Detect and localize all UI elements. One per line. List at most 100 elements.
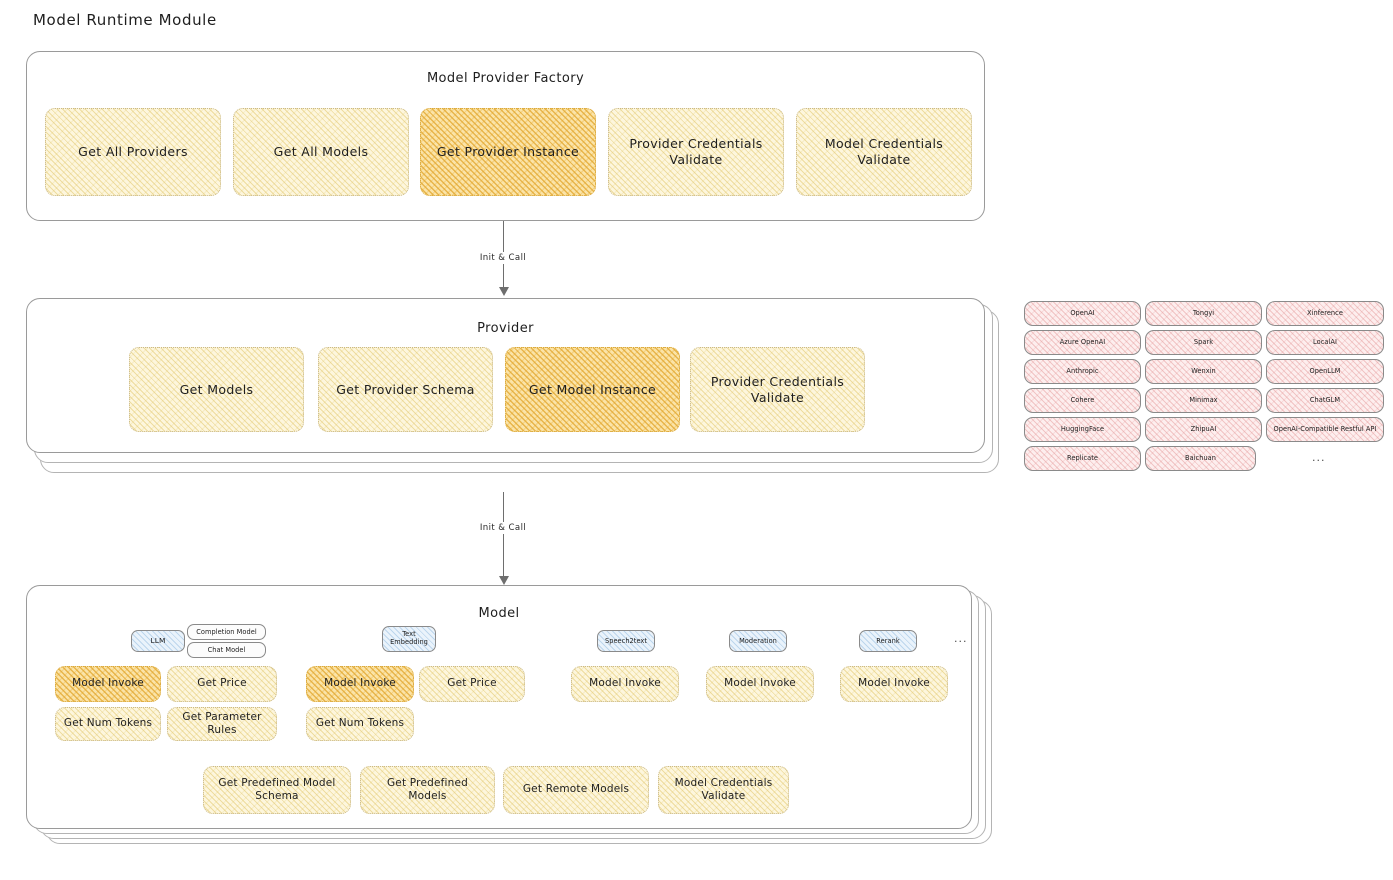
provider-list: OpenAI Azure OpenAI Anthropic Cohere Hug… — [1024, 301, 1384, 476]
model-type-badge-llm[interactable]: LLM — [131, 630, 185, 652]
provider-chip-cohere[interactable]: Cohere — [1024, 388, 1141, 413]
provider-chip-label: OpenLLM — [1309, 367, 1341, 376]
factory-item-model-credentials-validate[interactable]: Model Credentials Validate — [796, 108, 972, 196]
llm-method-get-parameter-rules[interactable]: Get Parameter Rules — [167, 707, 277, 741]
factory-title: Model Provider Factory — [426, 71, 585, 86]
provider-item-get-provider-schema[interactable]: Get Provider Schema — [318, 347, 493, 432]
model-type-badge-moderation[interactable]: Moderation — [729, 630, 787, 652]
model-type-badge-speech2text[interactable]: Speech2text — [597, 630, 655, 652]
provider-chip-minimax[interactable]: Minimax — [1145, 388, 1262, 413]
method-label: Get Remote Models — [522, 783, 630, 796]
provider-chip-zhipuai[interactable]: ZhipuAI — [1145, 417, 1262, 442]
provider-chip-tongyi[interactable]: Tongyi — [1145, 301, 1262, 326]
factory-item-label: Get Provider Instance — [436, 144, 580, 159]
connector-factory-to-provider: Init & Call — [475, 221, 531, 298]
llm-method-model-invoke[interactable]: Model Invoke — [55, 666, 161, 702]
provider-chip-label: OpenAI-Compatible Restful API — [1273, 425, 1377, 434]
text-embedding-method-model-invoke[interactable]: Model Invoke — [306, 666, 414, 702]
method-label: Get Parameter Rules — [182, 710, 262, 736]
provider-chip-label: Cohere — [1070, 396, 1095, 405]
connector-line — [503, 492, 505, 578]
method-label: Get Num Tokens — [63, 717, 153, 730]
factory-item-get-all-models[interactable]: Get All Models — [233, 108, 409, 196]
provider-chip-label: Baichuan — [1185, 454, 1216, 463]
provider-chip-label: Replicate — [1067, 454, 1098, 463]
provider-chip-openllm[interactable]: OpenLLM — [1266, 359, 1384, 384]
factory-item-get-all-providers[interactable]: Get All Providers — [45, 108, 221, 196]
provider-chip-label: Wenxin — [1191, 367, 1216, 376]
model-subtype-badge-chat-model[interactable]: Chat Model — [187, 642, 266, 658]
speech2text-method-model-invoke[interactable]: Model Invoke — [571, 666, 679, 702]
model-provider-factory-panel: Model Provider Factory Get All Providers… — [26, 51, 985, 221]
provider-chip-anthropic[interactable]: Anthropic — [1024, 359, 1141, 384]
provider-chip-label: Tongyi — [1192, 309, 1215, 318]
provider-chip-baichuan[interactable]: Baichuan — [1145, 446, 1256, 471]
moderation-method-model-invoke[interactable]: Model Invoke — [706, 666, 814, 702]
llm-method-get-price[interactable]: Get Price — [167, 666, 277, 702]
provider-chip-spark[interactable]: Spark — [1145, 330, 1262, 355]
text-embedding-method-get-price[interactable]: Get Price — [419, 666, 525, 702]
method-label: Model Invoke — [858, 677, 930, 690]
provider-chip-label: Azure OpenAI — [1059, 338, 1106, 347]
shared-method-get-remote-models[interactable]: Get Remote Models — [503, 766, 649, 814]
provider-chip-huggingface[interactable]: HuggingFace — [1024, 417, 1141, 442]
shared-method-get-predefined-model-schema[interactable]: Get Predefined Model Schema — [203, 766, 351, 814]
shared-method-get-predefined-models[interactable]: Get Predefined Models — [360, 766, 495, 814]
connector-label: Init & Call — [475, 252, 531, 264]
provider-item-label: Get Model Instance — [528, 381, 657, 397]
method-label: Model Invoke — [724, 677, 796, 690]
method-label: Model Invoke — [72, 677, 144, 690]
connector-arrowhead — [498, 287, 509, 296]
model-panel: Model LLM Completion Model Chat Model Mo… — [26, 585, 972, 829]
provider-item-provider-credentials-validate[interactable]: Provider Credentials Validate — [690, 347, 865, 432]
provider-chip-label: Minimax — [1189, 396, 1218, 405]
provider-chip-label: Xinference — [1307, 309, 1343, 318]
provider-chip-openai-compatible-restful-api[interactable]: OpenAI-Compatible Restful API — [1266, 417, 1384, 442]
provider-chip-label: Spark — [1193, 338, 1214, 347]
model-subtype-badge-completion-model[interactable]: Completion Model — [187, 624, 266, 640]
provider-item-label: Get Provider Schema — [336, 381, 475, 397]
provider-chip-label: OpenAI — [1070, 309, 1095, 318]
text-embedding-method-get-num-tokens[interactable]: Get Num Tokens — [306, 707, 414, 741]
provider-title: Provider — [477, 321, 534, 336]
factory-item-label: Get All Providers — [78, 144, 188, 159]
provider-item-label: Provider Credentials Validate — [710, 373, 845, 405]
method-label: Get Price — [447, 677, 497, 690]
model-type-badge-label: LLM — [150, 636, 166, 646]
model-type-badge-rerank[interactable]: Rerank — [859, 630, 917, 652]
model-type-badge-label: Moderation — [739, 636, 777, 645]
rerank-method-model-invoke[interactable]: Model Invoke — [840, 666, 948, 702]
factory-item-get-provider-instance[interactable]: Get Provider Instance — [420, 108, 596, 196]
provider-chip-openai[interactable]: OpenAI — [1024, 301, 1141, 326]
method-label: Get Price — [197, 677, 247, 690]
method-label: Model Invoke — [589, 677, 661, 690]
connector-provider-to-model: Init & Call — [475, 492, 531, 587]
provider-item-get-model-instance[interactable]: Get Model Instance — [505, 347, 680, 432]
connector-arrowhead — [498, 576, 509, 585]
provider-chip-wenxin[interactable]: Wenxin — [1145, 359, 1262, 384]
connector-label: Init & Call — [475, 522, 531, 534]
model-subtype-badge-label: Chat Model — [207, 645, 246, 654]
provider-chip-replicate[interactable]: Replicate — [1024, 446, 1141, 471]
method-label: Get Predefined Models — [386, 776, 469, 802]
llm-method-get-num-tokens[interactable]: Get Num Tokens — [55, 707, 161, 741]
provider-chip-label: Anthropic — [1066, 367, 1099, 376]
model-type-badge-text-embedding[interactable]: Text Embedding — [382, 626, 436, 652]
model-type-badge-label: Text Embedding — [390, 630, 428, 646]
page-title: Model Runtime Module — [33, 11, 217, 29]
provider-chip-chatglm[interactable]: ChatGLM — [1266, 388, 1384, 413]
model-subtype-badge-label: Completion Model — [196, 627, 257, 636]
provider-chip-localai[interactable]: LocalAI — [1266, 330, 1384, 355]
provider-chip-xinference[interactable]: Xinference — [1266, 301, 1384, 326]
provider-chip-label: ChatGLM — [1309, 396, 1341, 405]
provider-chip-azure-openai[interactable]: Azure OpenAI — [1024, 330, 1141, 355]
shared-method-model-credentials-validate[interactable]: Model Credentials Validate — [658, 766, 789, 814]
provider-chip-label: HuggingFace — [1060, 425, 1105, 434]
factory-item-provider-credentials-validate[interactable]: Provider Credentials Validate — [608, 108, 784, 196]
method-label: Get Predefined Model Schema — [218, 776, 336, 802]
provider-chip-label: ZhipuAI — [1190, 425, 1217, 434]
provider-item-get-models[interactable]: Get Models — [129, 347, 304, 432]
model-type-badge-label: Rerank — [876, 636, 900, 645]
factory-item-label: Provider Credentials Validate — [629, 136, 763, 167]
